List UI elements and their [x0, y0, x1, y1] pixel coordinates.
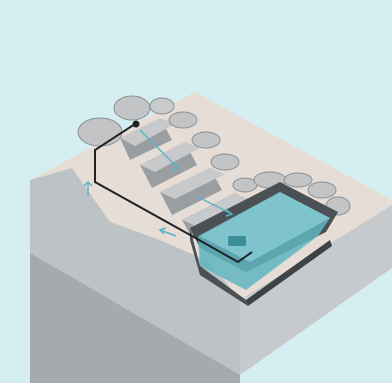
pond [190, 182, 338, 306]
rock [307, 181, 337, 199]
rock [149, 97, 175, 115]
ground-front-face [30, 253, 240, 383]
flow-arrow-icon [225, 209, 234, 217]
rock [168, 111, 198, 129]
rock [283, 172, 313, 188]
flow-arrow-icon [195, 195, 233, 215]
step-2-top [140, 142, 200, 172]
rock [113, 95, 151, 121]
flow-arrows [83, 129, 234, 237]
flow-arrow-icon [158, 227, 167, 235]
step-1-top [120, 118, 175, 146]
return-pipe [94, 120, 253, 264]
rocks [77, 95, 351, 216]
flow-arrow-icon [83, 180, 93, 187]
pond-right-wall [246, 240, 332, 306]
step-3-top [160, 168, 225, 199]
step-4-top [182, 193, 250, 227]
pond-front-wall [190, 228, 248, 306]
ground-right-face [240, 205, 392, 375]
rock [210, 153, 240, 171]
rock [77, 117, 123, 147]
flow-arrow-icon [139, 129, 179, 169]
flow-arrow-icon [171, 162, 180, 171]
rock [232, 177, 258, 193]
flow-arrow-icon [159, 229, 177, 237]
pump-icon [228, 236, 246, 246]
rock [191, 131, 221, 149]
pipe-outlet-icon [132, 120, 140, 128]
ground-left-slope [30, 168, 240, 375]
pipe-line [94, 123, 253, 264]
